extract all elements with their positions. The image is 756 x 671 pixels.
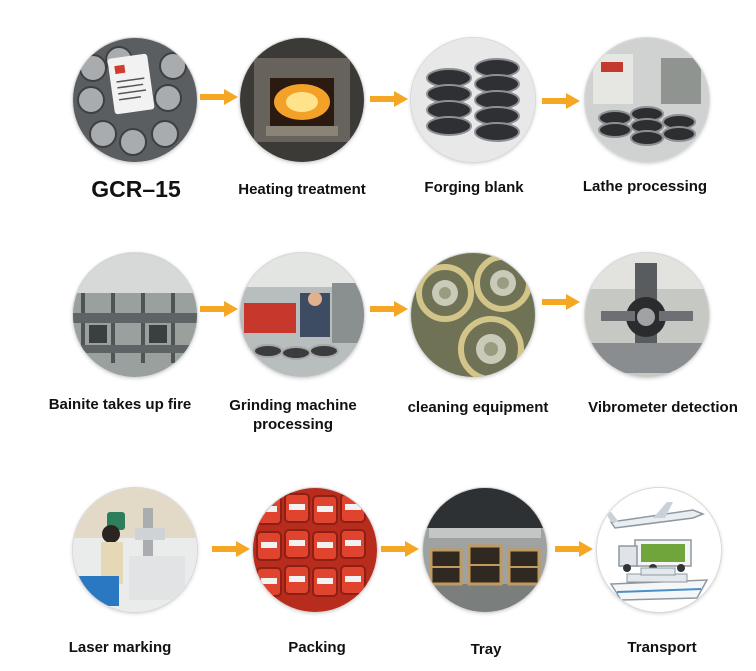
step-photo-laser bbox=[73, 488, 197, 612]
arrow-right-icon bbox=[370, 91, 408, 107]
arrow-right-icon bbox=[542, 294, 580, 310]
wooden-crates-icon bbox=[423, 488, 547, 612]
arrow-right-icon bbox=[555, 541, 593, 557]
step-label-cleaning: cleaning equipment bbox=[407, 399, 549, 416]
step-label-vibrometer: Vibrometer detection bbox=[588, 399, 738, 416]
bearing-rollers-icon bbox=[411, 253, 535, 377]
arrow-right-icon bbox=[200, 89, 238, 105]
quench-line-icon bbox=[73, 253, 197, 377]
step-photo-vibrometer bbox=[585, 253, 709, 377]
step-label-forging: Forging blank bbox=[424, 179, 524, 196]
arrow-right-icon bbox=[381, 541, 419, 557]
step-label-transport: Transport bbox=[627, 639, 697, 656]
step-label-packing: Packing bbox=[288, 639, 346, 656]
arrow-right-icon bbox=[542, 93, 580, 109]
plane-truck-ship-icon bbox=[597, 488, 721, 612]
step-label-laser: Laser marking bbox=[68, 639, 172, 656]
step-photo-transport bbox=[597, 488, 721, 612]
step-label-lathe: Lathe processing bbox=[582, 178, 708, 195]
arrow-right-icon bbox=[370, 301, 408, 317]
grinding-machine-icon bbox=[240, 253, 364, 377]
step-label-bainite: Bainite takes up fire bbox=[48, 396, 192, 413]
arrow-right-icon bbox=[212, 541, 250, 557]
step-photo-bainite bbox=[73, 253, 197, 377]
furnace-icon bbox=[240, 38, 364, 162]
steel-bars-icon bbox=[73, 38, 197, 162]
step-label-tray: Tray bbox=[470, 641, 502, 658]
arrow-right-icon bbox=[200, 301, 238, 317]
laser-marker-icon bbox=[73, 488, 197, 612]
step-photo-lathe bbox=[585, 38, 709, 162]
step-label-gcr15: GCR–15 bbox=[91, 176, 181, 202]
step-photo-cleaning bbox=[411, 253, 535, 377]
vibrometer-icon bbox=[585, 253, 709, 377]
step-photo-tray bbox=[423, 488, 547, 612]
step-label-heating: Heating treatment bbox=[238, 181, 366, 198]
step-photo-gcr15 bbox=[73, 38, 197, 162]
step-photo-grinding bbox=[240, 253, 364, 377]
lathe-icon bbox=[585, 38, 709, 162]
step-photo-forging bbox=[411, 38, 535, 162]
step-label-grinding: Grinding machine processing bbox=[229, 397, 357, 433]
packed-bearings-icon bbox=[253, 488, 377, 612]
step-photo-heating bbox=[240, 38, 364, 162]
step-photo-packing bbox=[253, 488, 377, 612]
forged-rings-icon bbox=[411, 38, 535, 162]
